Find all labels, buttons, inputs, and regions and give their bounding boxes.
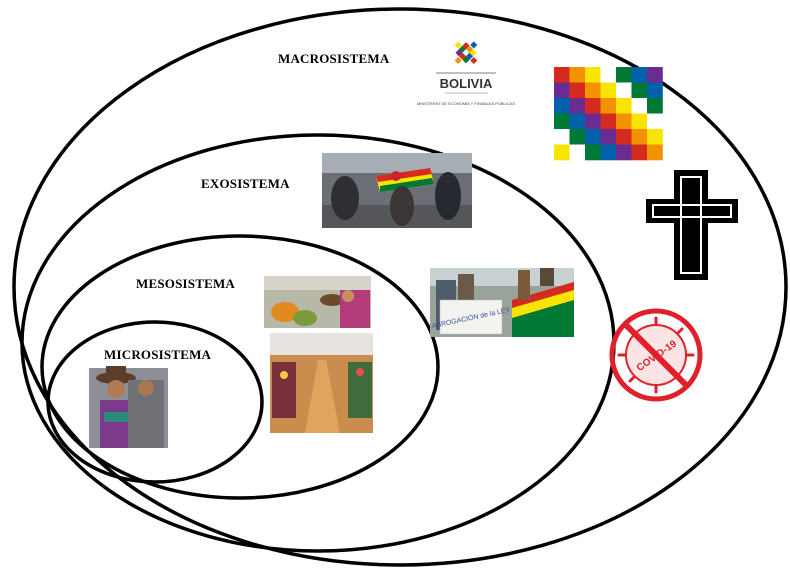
macrosystem-ellipse [12, 7, 788, 567]
microsystem-label: MICROSISTEMA [104, 347, 212, 362]
logo-ministry-text: MINISTERIO DE ECONOMÍA Y FINANZAS PÚBLIC… [417, 101, 515, 106]
crowd-protest-photo [322, 153, 472, 228]
mesosystem-ellipse [40, 234, 440, 500]
no-covid-icon: COVID-19 [609, 308, 703, 402]
exosystem-label: EXOSISTEMA [201, 176, 290, 191]
protest-flag-photo: ABROGACIÓN de la LEY [430, 268, 574, 337]
mesosystem-label: MESOSISTEMA [136, 276, 236, 291]
microsystem-ellipse [46, 320, 264, 484]
indoor-market-photo [270, 333, 373, 433]
christian-cross-icon [646, 170, 738, 280]
macrosystem-label: MACROSISTEMA [278, 51, 390, 66]
cholita-portrait-photo [89, 366, 168, 448]
logo-country-text: BOLIVIA [440, 76, 493, 91]
bolivia-ministry-logo: BOLIVIA MINISTERIO DE ECONOMÍA Y FINANZA… [417, 41, 515, 106]
market-vendors-photo [264, 276, 371, 328]
wiphala-flag [554, 67, 663, 161]
